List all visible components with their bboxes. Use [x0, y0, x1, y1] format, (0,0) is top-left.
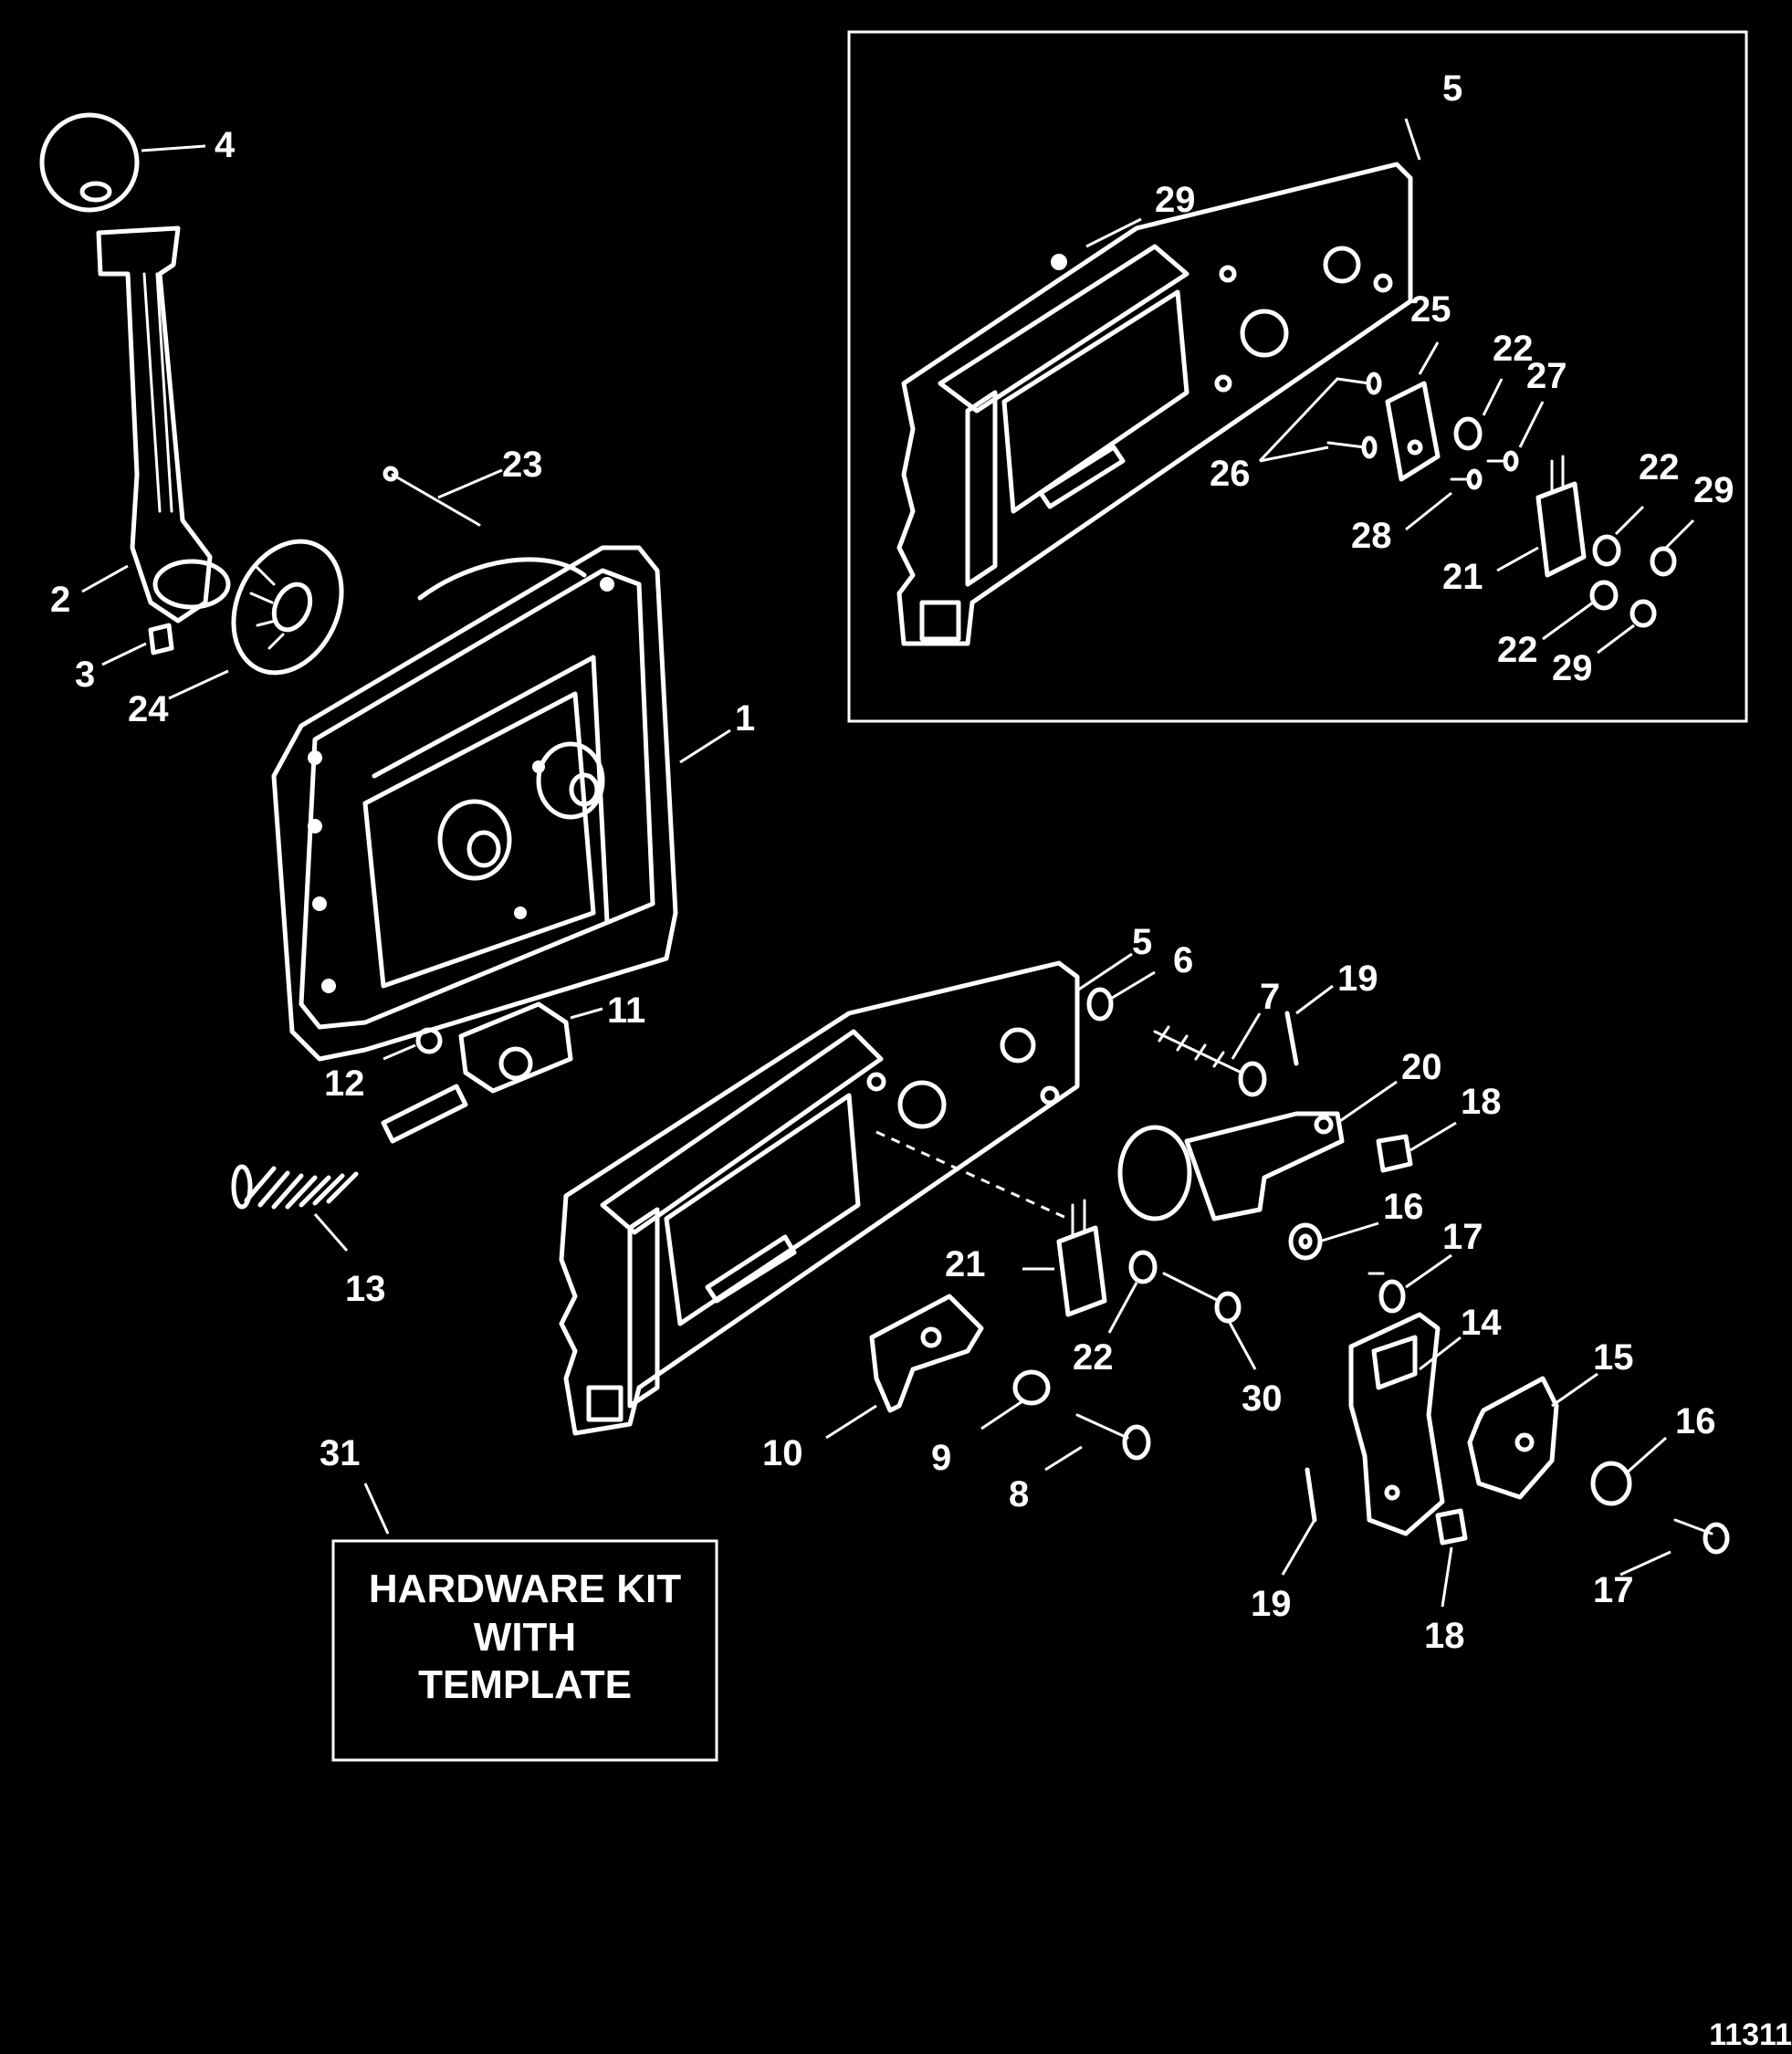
callout-20: 20 [1401, 1047, 1442, 1087]
callout-2: 2 [50, 580, 70, 620]
callout-labels: 4 2 3 24 23 1 5 6 7 19 20 18 16 17 21 22… [50, 68, 1734, 1656]
screw-8 [1075, 1413, 1151, 1461]
inset-mounting-plate [896, 162, 1413, 646]
inset-bracket-25 [1385, 381, 1441, 482]
callout-15: 15 [1593, 1337, 1634, 1378]
neutral-switch-11 [381, 1001, 573, 1144]
callout-5-inset: 5 [1442, 68, 1462, 109]
callout-8: 8 [1009, 1474, 1029, 1514]
washer-16-low [1590, 1461, 1632, 1506]
callout-17-top: 17 [1442, 1217, 1483, 1257]
callout-22-inset-top: 22 [1493, 329, 1534, 369]
callout-3: 3 [75, 655, 95, 695]
callout-22-inset-low: 22 [1497, 630, 1538, 670]
callout-7: 7 [1260, 977, 1280, 1017]
callout-12: 12 [324, 1064, 365, 1104]
callout-9: 9 [931, 1438, 951, 1478]
callout-18-low: 18 [1424, 1616, 1465, 1656]
cotter-pin-19-top [1284, 1011, 1299, 1066]
inset-nut-29-low [1630, 599, 1657, 628]
washer-9 [1012, 1369, 1051, 1406]
figure-code: 11311 [1709, 2017, 1792, 2052]
callout-18-top: 18 [1461, 1082, 1502, 1122]
handle-2 [96, 225, 213, 624]
callout-19-low: 19 [1251, 1584, 1292, 1624]
callout-30: 30 [1242, 1378, 1283, 1419]
pin-18-low [1435, 1508, 1468, 1546]
callout-16-top: 16 [1383, 1187, 1424, 1227]
callout-23: 23 [502, 445, 543, 485]
callout-24: 24 [128, 689, 169, 729]
detent-plate-24 [231, 539, 344, 676]
set-screw-3 [148, 623, 174, 655]
lever-20 [1117, 1111, 1345, 1221]
hardware-kit-line2: WITH [474, 1615, 576, 1660]
inset-nut-29-top [1051, 254, 1067, 270]
inset-washer-22-mid [1592, 534, 1621, 567]
plate-14 [1348, 1312, 1445, 1536]
washer-16-top [1288, 1222, 1323, 1261]
knob-4 [39, 112, 140, 213]
hardware-kit-box: HARDWARE KIT WITH TEMPLATE [331, 1539, 718, 1762]
callout-1: 1 [735, 698, 755, 739]
handle-assembly [39, 112, 481, 676]
callout-31: 31 [320, 1433, 361, 1473]
cam-15 [1467, 1376, 1559, 1500]
inset-screw-27 [1486, 450, 1519, 472]
detail-inset [847, 30, 1748, 723]
inset-screw-28 [1450, 468, 1483, 490]
washer-22 [1128, 1250, 1158, 1284]
callout-29-inset-low: 29 [1552, 648, 1593, 688]
inset-screws-26 [1326, 372, 1382, 459]
callout-17-low: 17 [1593, 1570, 1634, 1610]
bracket-10 [869, 1294, 984, 1413]
inset-frame [847, 30, 1748, 723]
pin-18-top [1376, 1134, 1413, 1173]
callout-26: 26 [1210, 454, 1251, 494]
pin-23 [383, 466, 481, 527]
callout-5-main: 5 [1132, 922, 1152, 962]
screw-17-top [1368, 1272, 1406, 1314]
inset-washer-22-low [1589, 580, 1619, 611]
nut-12 [415, 1027, 443, 1054]
callout-27: 27 [1526, 356, 1567, 396]
callout-29-inset-mid: 29 [1693, 470, 1734, 510]
callout-22-inset-mid: 22 [1639, 447, 1680, 487]
main-mounting-plate-5 [559, 960, 1080, 1436]
inset-nut-29-mid [1650, 546, 1677, 577]
callout-13: 13 [345, 1269, 386, 1309]
inset-washer-22-top [1453, 416, 1483, 451]
hardware-kit-frame [331, 1539, 718, 1762]
hardware-kit-line1: HARDWARE KIT [369, 1567, 681, 1611]
screw-17-low [1673, 1518, 1730, 1555]
switch-alignment-line [875, 1130, 1069, 1221]
control-housing-1 [271, 545, 678, 1062]
screw-30 [1162, 1272, 1242, 1324]
callout-16-low: 16 [1675, 1401, 1716, 1441]
callout-14: 14 [1461, 1303, 1502, 1343]
hardware-kit-line3: TEMPLATE [418, 1662, 632, 1707]
inset-switch-21 [1535, 455, 1587, 578]
callout-10: 10 [762, 1433, 803, 1473]
cotter-pin-19-low [1305, 1467, 1317, 1523]
callout-28: 28 [1351, 516, 1392, 556]
leader-lines [81, 118, 1695, 1608]
callout-6: 6 [1173, 940, 1193, 980]
callout-19-top: 19 [1337, 959, 1378, 999]
screw-7 [1153, 1025, 1267, 1097]
callout-21-inset: 21 [1442, 557, 1483, 597]
switch-21 [1056, 1199, 1107, 1317]
callout-4: 4 [215, 125, 236, 165]
callout-29-inset-top: 29 [1155, 180, 1196, 220]
callout-25: 25 [1410, 289, 1451, 330]
spring-13 [231, 1164, 359, 1210]
callout-11: 11 [607, 990, 645, 1031]
callout-22-main: 22 [1073, 1337, 1114, 1378]
bushing-6 [1086, 987, 1114, 1022]
callout-21-main: 21 [945, 1244, 986, 1284]
